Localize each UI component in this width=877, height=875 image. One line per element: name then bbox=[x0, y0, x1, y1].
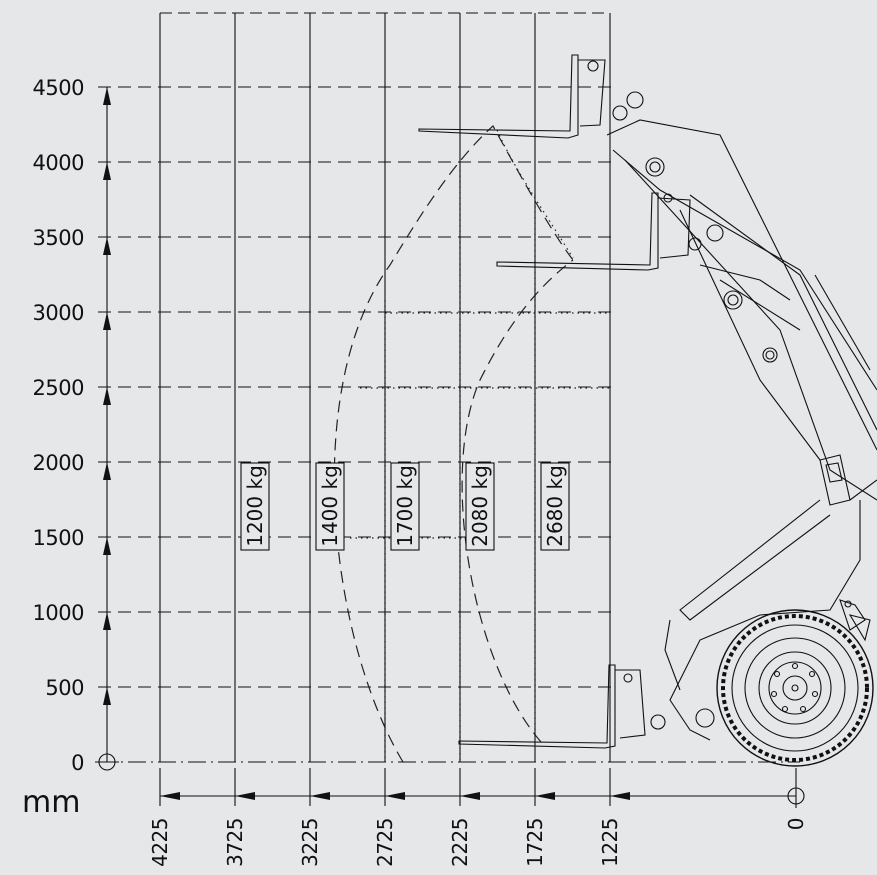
x-tick-label: 3725 bbox=[223, 818, 247, 867]
x-tick-label: 0 bbox=[784, 818, 808, 830]
y-axis: 0 500 1000 1500 2000 2500 3000 3500 4000 4500 bbox=[33, 76, 119, 775]
y-arrow bbox=[103, 537, 111, 555]
x-arrow bbox=[535, 792, 555, 800]
load-envelope bbox=[333, 125, 574, 763]
capacity-box bbox=[240, 462, 270, 551]
x-tick-label: 2725 bbox=[373, 818, 397, 867]
x-arrow bbox=[385, 792, 405, 800]
x-tick-label: 4225 bbox=[148, 818, 172, 867]
x-arrow bbox=[235, 792, 255, 800]
x-tick-label: 1225 bbox=[598, 818, 622, 867]
y-tick-label: 500 bbox=[45, 676, 84, 700]
y-arrow bbox=[103, 612, 111, 630]
y-arrow bbox=[103, 462, 111, 480]
capacity-label: 2680 kg bbox=[543, 465, 567, 547]
unit-label: mm bbox=[22, 785, 80, 820]
capacity-label: 1700 kg bbox=[393, 465, 417, 547]
y-tick-label: 3000 bbox=[33, 301, 84, 325]
x-tick-label: 2225 bbox=[448, 818, 472, 867]
y-tick-label: 0 bbox=[71, 751, 84, 775]
fork-middle bbox=[496, 192, 778, 363]
outer-envelope-curve bbox=[333, 125, 574, 763]
dotted-guides bbox=[350, 129, 610, 762]
x-origin-marker bbox=[787, 787, 805, 805]
front-wheel bbox=[716, 609, 874, 767]
y-arrow bbox=[103, 87, 111, 105]
capacity-labels: 1200 kg 1400 kg 1700 kg 2080 kg 2680 kg bbox=[240, 462, 570, 551]
fork-top bbox=[418, 54, 665, 177]
capacity-label: 1400 kg bbox=[318, 465, 342, 547]
boom bbox=[606, 119, 877, 741]
y-tick-label: 1000 bbox=[33, 601, 84, 625]
capacity-box bbox=[390, 462, 420, 551]
x-arrow bbox=[460, 792, 480, 800]
x-tick-label: 3225 bbox=[298, 818, 322, 867]
y-arrow bbox=[103, 687, 111, 705]
capacity-label: 1200 kg bbox=[243, 465, 267, 547]
y-tick-label: 2500 bbox=[33, 376, 84, 400]
y-tick-label: 4500 bbox=[33, 76, 84, 100]
x-arrow bbox=[160, 792, 180, 800]
x-arrow bbox=[610, 792, 630, 800]
y-tick-label: 2000 bbox=[33, 451, 84, 475]
y-arrow bbox=[103, 312, 111, 330]
fork-bottom bbox=[458, 664, 715, 749]
capacity-label: 2080 kg bbox=[468, 465, 492, 547]
x-tick-label: 1725 bbox=[523, 818, 547, 867]
y-tick-label: 4000 bbox=[33, 151, 84, 175]
capacity-box bbox=[540, 462, 570, 551]
y-arrow bbox=[103, 237, 111, 255]
telehandler-drawing bbox=[418, 54, 877, 767]
grid bbox=[98, 12, 800, 763]
y-arrow bbox=[103, 162, 111, 180]
x-axis: 4225 3725 3225 2725 2225 1725 1225 0 bbox=[148, 768, 808, 867]
y-arrow bbox=[103, 387, 111, 405]
x-arrow bbox=[310, 792, 330, 800]
y-tick-label: 1500 bbox=[33, 526, 84, 550]
capacity-box bbox=[465, 462, 495, 551]
capacity-box bbox=[315, 462, 345, 551]
y-tick-label: 3500 bbox=[33, 226, 84, 250]
